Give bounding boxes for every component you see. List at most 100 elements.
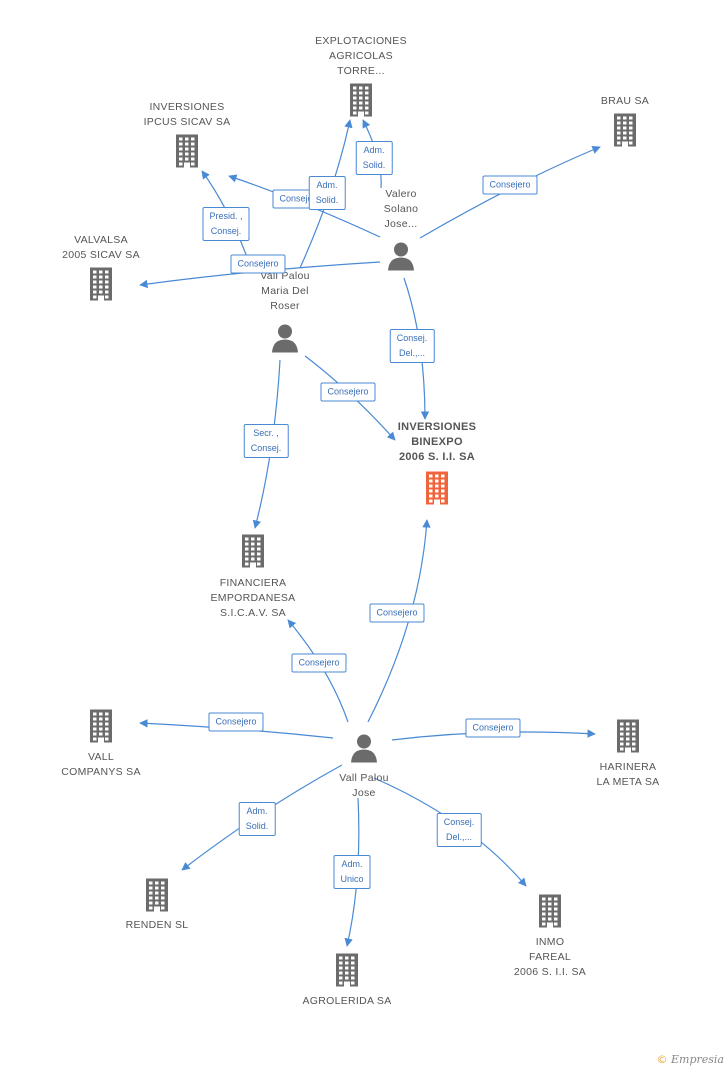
node-label-line: VALL bbox=[87, 751, 115, 763]
node-label-inversiones-ipcus[interactable]: INVERSIONES IPCUS SICAV SA bbox=[144, 100, 231, 130]
node-label-line: IPCUS SICAV SA bbox=[143, 116, 231, 128]
node-label-line: INVERSIONES bbox=[397, 421, 477, 433]
building-icon-vall-companys[interactable] bbox=[86, 709, 116, 748]
node-label-line: RENDEN SL bbox=[125, 919, 189, 931]
edge-label-line: Consej. bbox=[210, 226, 242, 236]
node-label-line: Roser bbox=[270, 300, 300, 312]
node-label-line: Vall Palou bbox=[339, 772, 389, 784]
edge-label-vall-palou-maria-to-inversiones-binexpo[interactable]: Consejero bbox=[320, 382, 376, 402]
node-label-line: FINANCIERA bbox=[219, 577, 287, 589]
node-label-line: INMO bbox=[535, 936, 565, 948]
copyright-symbol: © bbox=[656, 1053, 668, 1066]
edge-label-line: Solid. bbox=[245, 821, 269, 831]
edge-label-line: Consejero bbox=[472, 722, 514, 733]
person-icon-vall-palou-maria[interactable] bbox=[270, 323, 300, 358]
person-icon-vall-palou-jose[interactable] bbox=[349, 733, 379, 768]
edge-label-vall-palou-jose-to-inmo-fareal[interactable]: Consej. Del.,... bbox=[436, 813, 482, 847]
building-icon-inversiones-binexpo[interactable] bbox=[422, 471, 452, 510]
node-label-vall-companys[interactable]: VALL COMPANYS SA bbox=[61, 750, 141, 780]
edge-label-line: Consej. bbox=[396, 333, 428, 343]
edge-label-valero-solano-to-valvalsa[interactable]: Consejero bbox=[230, 254, 286, 274]
node-label-line: 2006 S. I.I. SA bbox=[398, 451, 476, 463]
empresia-brand: Empresia bbox=[671, 1053, 724, 1066]
edge-label-line: Consejero bbox=[237, 258, 279, 269]
node-label-brau[interactable]: BRAU SA bbox=[601, 94, 649, 109]
node-label-line: Maria Del bbox=[261, 285, 309, 297]
edge-label-vall-palou-jose-to-agrolerida[interactable]: Adm. Unico bbox=[333, 855, 371, 889]
edge-label-line: Consejero bbox=[376, 607, 418, 618]
building-icon-harinera-la-meta[interactable] bbox=[613, 719, 643, 758]
node-label-line: FAREAL bbox=[528, 951, 572, 963]
node-label-inmo-fareal[interactable]: INMO FAREAL 2006 S. I.I. SA bbox=[514, 935, 586, 980]
node-label-line: Jose... bbox=[384, 218, 418, 230]
node-label-renden[interactable]: RENDEN SL bbox=[126, 918, 189, 933]
node-label-line: COMPANYS SA bbox=[61, 766, 141, 778]
node-label-valvalsa[interactable]: VALVALSA 2005 SICAV SA bbox=[62, 233, 140, 263]
edge-label-line: Del.,... bbox=[398, 348, 426, 358]
edge-label-line: Adm. bbox=[341, 859, 363, 869]
node-label-explotaciones-agricolas[interactable]: EXPLOTACIONES AGRICOLAS TORRE... bbox=[315, 34, 407, 79]
node-label-line: EMPORDANESA bbox=[210, 592, 296, 604]
building-icon-agrolerida[interactable] bbox=[332, 953, 362, 992]
building-icon-renden[interactable] bbox=[142, 878, 172, 917]
node-label-line: 2005 SICAV SA bbox=[62, 249, 140, 261]
edge-label-valero-solano-to-inversiones-binexpo[interactable]: Consej. Del.,... bbox=[389, 329, 435, 363]
edge-label-line: Consejero bbox=[279, 193, 321, 204]
edge-label-line: Adm. bbox=[363, 145, 385, 155]
node-label-line: AGROLERIDA SA bbox=[302, 995, 392, 1007]
edge-label-valero-solano-to-explotaciones-agricolas[interactable]: Adm. Solid. bbox=[355, 141, 393, 175]
node-label-harinera-la-meta[interactable]: HARINERA LA META SA bbox=[597, 760, 660, 790]
edge-label-line: Presid. , bbox=[209, 211, 243, 221]
node-label-agrolerida[interactable]: AGROLERIDA SA bbox=[302, 994, 391, 1009]
edge-label-line: Unico bbox=[340, 874, 364, 884]
edge-label-line: Consejero bbox=[489, 179, 531, 190]
edge-label-line: Consejero bbox=[298, 657, 340, 668]
node-label-line: Jose bbox=[352, 787, 376, 799]
edge-label-vall-palou-jose-to-renden[interactable]: Adm. Solid. bbox=[238, 802, 276, 836]
node-label-line: VALVALSA bbox=[74, 234, 128, 246]
edge-label-line: Del.,... bbox=[445, 832, 473, 842]
edge-label-line: Consej. bbox=[443, 817, 475, 827]
node-label-financiera-empordanesa[interactable]: FINANCIERA EMPORDANESA S.I.C.A.V. SA bbox=[211, 576, 296, 621]
node-label-line: BRAU SA bbox=[600, 95, 650, 107]
person-icon-valero-solano[interactable] bbox=[386, 241, 416, 276]
edge-label-vall-palou-jose-to-vall-companys[interactable]: Consejero bbox=[208, 712, 264, 732]
node-label-line: BINEXPO bbox=[411, 436, 463, 448]
building-icon-explotaciones-agricolas[interactable] bbox=[346, 83, 376, 122]
node-label-line: Solano bbox=[383, 203, 419, 215]
node-label-line: S.I.C.A.V. SA bbox=[220, 607, 286, 619]
node-label-line: LA META SA bbox=[596, 776, 660, 788]
node-label-line: AGRICOLAS bbox=[329, 50, 393, 62]
building-icon-inversiones-ipcus[interactable] bbox=[172, 134, 202, 173]
building-icon-financiera-empordanesa[interactable] bbox=[238, 534, 268, 573]
building-icon-brau[interactable] bbox=[610, 113, 640, 152]
edge-label-line: Adm. bbox=[316, 180, 338, 190]
node-label-line: INVERSIONES bbox=[149, 101, 225, 113]
edge-label-vall-palou-jose-to-financiera-empordanesa[interactable]: Consejero bbox=[291, 653, 347, 673]
edge-label-line: Consejero bbox=[215, 716, 257, 727]
edge-label-vall-palou-jose-to-harinera-la-meta[interactable]: Consejero bbox=[465, 718, 521, 738]
node-label-line: 2006 S. I.I. SA bbox=[513, 966, 587, 978]
edge-label-vall-palou-jose-to-inversiones-binexpo[interactable]: Consejero bbox=[369, 603, 425, 623]
building-icon-inmo-fareal[interactable] bbox=[535, 894, 565, 933]
edge-label-vall-palou-maria-to-explotaciones-agricolas[interactable]: Adm. Solid. bbox=[308, 176, 346, 210]
edge-label-line: Consej. bbox=[250, 443, 282, 453]
edge-label-valero-solano-to-brau[interactable]: Consejero bbox=[482, 175, 538, 195]
node-label-line: Valero bbox=[385, 188, 417, 200]
edge-label-vall-palou-maria-to-inversiones-ipcus[interactable]: Presid. , Consej. bbox=[202, 207, 250, 241]
edge-label-line: Consejero bbox=[327, 386, 369, 397]
edge-label-line: Solid. bbox=[362, 160, 386, 170]
empresia-watermark[interactable]: © Empresia bbox=[657, 1053, 725, 1066]
node-label-line: HARINERA bbox=[599, 761, 657, 773]
node-label-inversiones-binexpo[interactable]: INVERSIONES BINEXPO 2006 S. I.I. SA bbox=[398, 420, 477, 465]
edge-label-line: Solid. bbox=[315, 195, 339, 205]
edge-label-vall-palou-maria-to-financiera-empordanesa[interactable]: Secr. , Consej. bbox=[243, 424, 289, 458]
node-label-line: EXPLOTACIONES bbox=[315, 35, 407, 47]
edge-label-line: Secr. , bbox=[253, 428, 279, 438]
edge-label-line: Adm. bbox=[246, 806, 268, 816]
node-label-line: TORRE... bbox=[337, 65, 385, 77]
building-icon-valvalsa[interactable] bbox=[86, 267, 116, 306]
